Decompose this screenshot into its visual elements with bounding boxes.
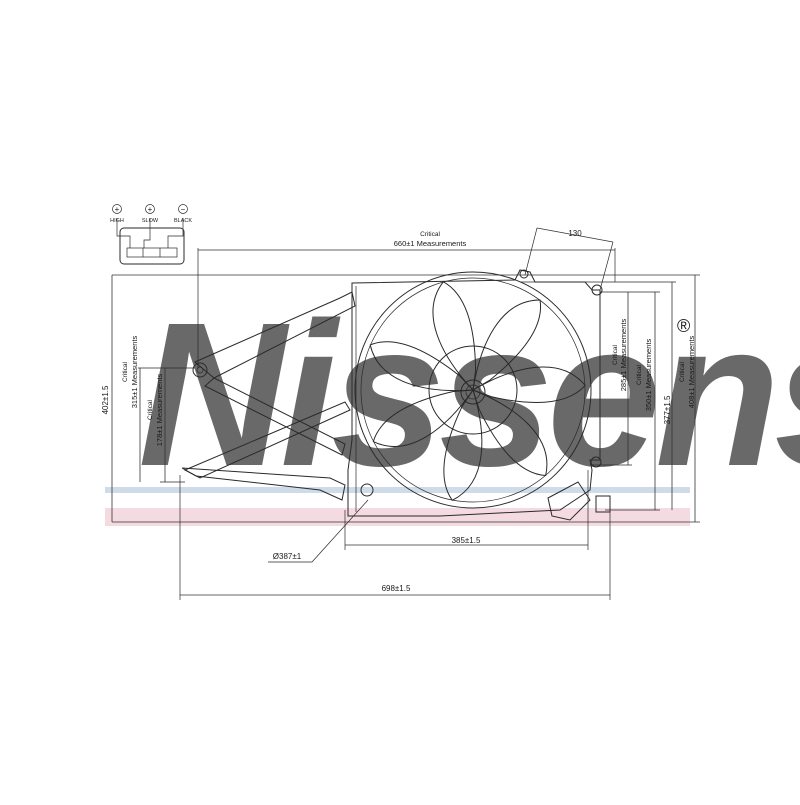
dim-label-critical: Critical — [122, 362, 129, 382]
connector-pins — [126, 247, 178, 258]
dim-label-critical: Critical — [636, 365, 643, 385]
connector-housing — [119, 227, 185, 265]
fan-shroud — [347, 269, 611, 521]
dim-label-height-left: 402±1.5 — [101, 385, 110, 414]
dim-label-height-right-total: 377±1.5 — [663, 395, 672, 424]
terminal-black-icon — [178, 204, 188, 214]
watermark-registered: ® — [677, 316, 690, 336]
dim-label-height-right-inner2: 350±1 Measurements — [644, 339, 653, 412]
dim-label-width-top: 660±1 Measurements — [394, 239, 467, 248]
connector-plug — [595, 495, 611, 513]
dimension-frame — [111, 227, 700, 600]
dim-label-offset: 130 — [568, 229, 582, 238]
watermark-stripe-red — [105, 508, 690, 526]
bracket-hole — [360, 483, 374, 497]
fan-hub — [428, 345, 518, 435]
fan-outer-ring — [354, 271, 592, 509]
dim-label-critical: Critical — [612, 345, 619, 365]
dim-label-shroud-width: 385±1.5 — [452, 536, 481, 545]
watermark-text: Nissens — [138, 280, 800, 509]
dim-label-height-right-inner: 285±1 Measurements — [619, 319, 628, 392]
terminal-label: SLOW — [142, 218, 159, 224]
terminal-high-icon — [112, 204, 122, 214]
terminal-symbol: − — [181, 205, 186, 214]
shroud-mount-hole — [590, 456, 602, 468]
mounting-bracket — [181, 291, 374, 501]
dimension-labels: Critical 660±1 Measurements 130 402±1.5 … — [101, 229, 696, 593]
connector: + + − HIGH SLOW BLACK — [110, 204, 192, 265]
shroud-mount-hole — [591, 284, 603, 296]
watermark-stripe-blue — [105, 487, 690, 493]
dim-label-critical: Critical — [420, 231, 440, 238]
dim-label-height-left-inner: 315±1 Measurements — [130, 336, 139, 409]
fan-blades — [369, 281, 586, 501]
dim-label-critical: Critical — [679, 362, 686, 382]
fan-inner-ring — [360, 277, 586, 503]
dim-label-overall-width: 698±1.5 — [382, 584, 411, 593]
resistor-block — [547, 481, 591, 521]
terminal-symbol: + — [115, 205, 120, 214]
dim-label-height-left-inner2: 178±1 Measurements — [155, 374, 164, 447]
dim-label-height-right-outer: 408±1 Measurements — [687, 336, 696, 409]
shroud-mount-hole — [519, 269, 529, 279]
motor-cap — [460, 379, 486, 405]
terminal-label: BLACK — [174, 218, 192, 224]
terminal-symbol: + — [148, 205, 153, 214]
bracket-hole — [192, 362, 208, 378]
terminal-slow-icon — [145, 204, 155, 214]
dim-label-critical: Critical — [147, 400, 154, 420]
terminal-label: HIGH — [110, 218, 124, 224]
dim-label-fan-diameter: Ø387±1 — [273, 552, 302, 561]
